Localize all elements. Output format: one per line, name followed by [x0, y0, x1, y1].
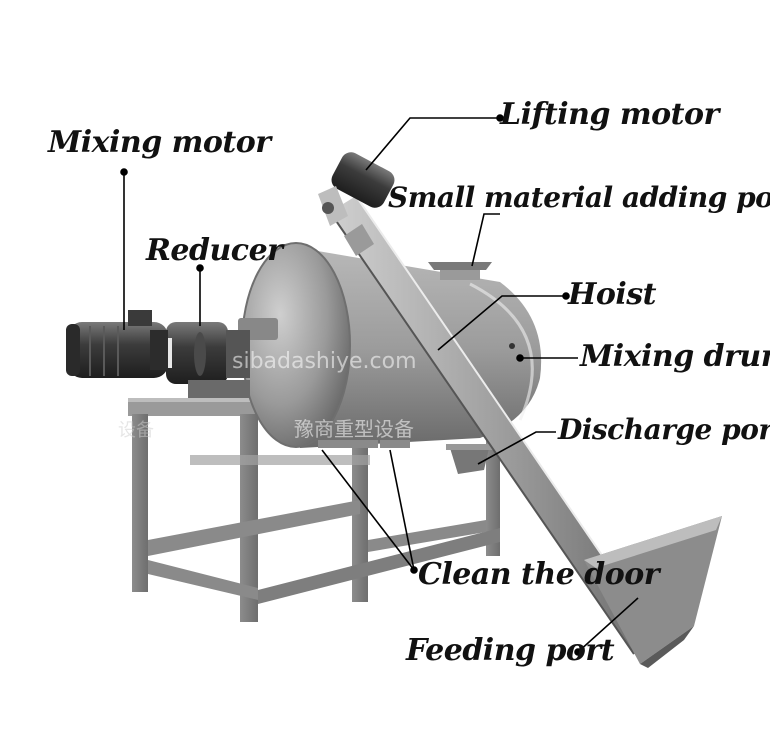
- leader-hoist: [437, 295, 566, 351]
- label-mixing-drum: Mixing drum: [580, 339, 770, 374]
- leader-dot-reducer: [196, 264, 204, 272]
- leader-lines: [120, 114, 639, 656]
- label-discharge-port: Discharge port: [558, 413, 770, 446]
- leader-discharge-port: [477, 431, 556, 465]
- watermark-site: sibadashiye.com: [232, 349, 417, 374]
- mixing-motor: [66, 310, 168, 378]
- leader-clean-door-1: [321, 449, 415, 571]
- leader-dot-clean-door: [410, 566, 418, 574]
- feeding-hopper: [584, 516, 722, 668]
- leader-dot-mixing-drum: [516, 354, 524, 362]
- label-hoist: Hoist: [568, 277, 657, 312]
- watermark-chinese-left: 设备: [118, 420, 154, 441]
- leader-feeding-port: [577, 597, 639, 653]
- label-lifting-motor: Lifting motor: [500, 97, 719, 132]
- leader-dot-mixing-motor: [120, 168, 128, 176]
- label-feeding-port: Feeding port: [406, 633, 615, 668]
- clean-door: [318, 440, 410, 448]
- leader-clean-door-2: [389, 449, 415, 571]
- leader-dot-feeding-port: [574, 648, 582, 656]
- label-reducer: Reducer: [146, 233, 283, 268]
- hoist-tube: [329, 195, 661, 655]
- leader-adding-port: [471, 213, 500, 267]
- leader-dot-lifting-motor: [496, 114, 504, 122]
- label-small-material-adding-port: Small material adding port: [388, 181, 770, 214]
- support-frame: [128, 398, 508, 622]
- lifting-motor: [318, 152, 395, 226]
- label-mixing-motor: Mixing motor: [48, 125, 271, 160]
- small-adding-port: [428, 262, 492, 280]
- watermark-chinese: 豫商重型设备: [294, 417, 414, 441]
- leader-lifting-motor: [365, 117, 500, 171]
- label-clean-the-door: Clean the door: [418, 557, 660, 592]
- leader-dot-hoist: [562, 292, 570, 300]
- discharge-chute: [446, 444, 494, 474]
